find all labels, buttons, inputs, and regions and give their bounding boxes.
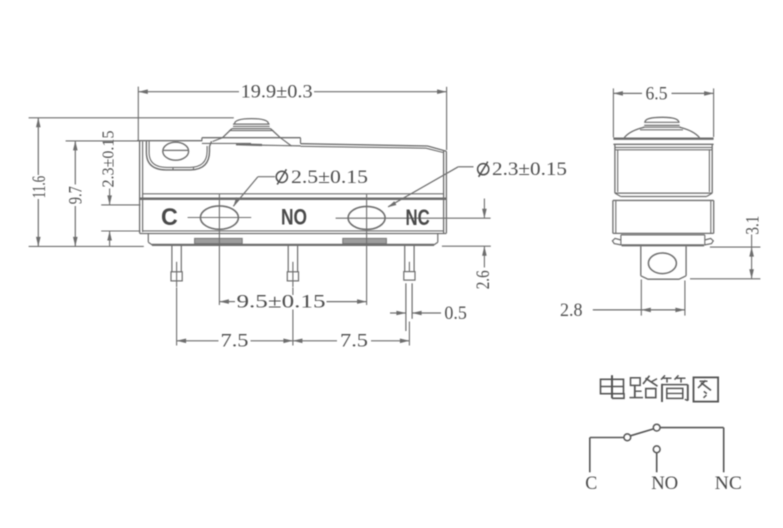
- svg-text:11.6: 11.6: [29, 176, 50, 199]
- svg-text:2.6: 2.6: [473, 270, 494, 289]
- svg-text:19.9±0.3: 19.9±0.3: [241, 82, 313, 103]
- svg-text:3.1: 3.1: [742, 216, 763, 235]
- svg-text:C: C: [161, 204, 178, 231]
- svg-text:2.8: 2.8: [560, 300, 583, 321]
- svg-text:NO: NO: [281, 205, 307, 230]
- svg-text:NO: NO: [651, 473, 678, 494]
- svg-text:2.5±0.15: 2.5±0.15: [291, 167, 368, 188]
- svg-text:C: C: [585, 473, 597, 494]
- svg-text:9.7: 9.7: [66, 186, 87, 204]
- svg-text:6.5: 6.5: [646, 83, 668, 104]
- svg-text:0.5: 0.5: [444, 303, 467, 324]
- svg-text:9.5±0.15: 9.5±0.15: [237, 292, 326, 313]
- svg-text:2.3±0.15: 2.3±0.15: [99, 131, 118, 188]
- svg-text:7.5: 7.5: [340, 331, 368, 352]
- svg-text:NC: NC: [715, 473, 742, 494]
- svg-text:2.3±0.15: 2.3±0.15: [492, 159, 567, 180]
- svg-text:NC: NC: [406, 205, 430, 230]
- svg-text:7.5: 7.5: [221, 331, 249, 352]
